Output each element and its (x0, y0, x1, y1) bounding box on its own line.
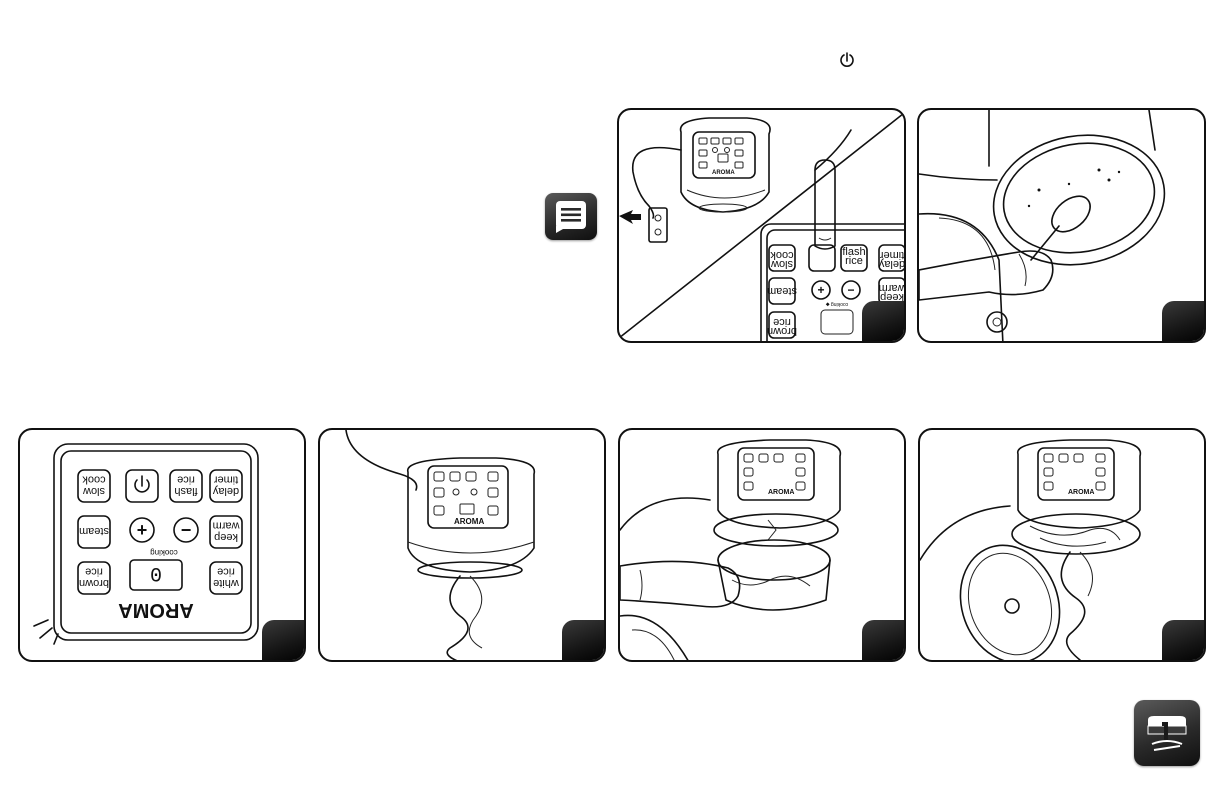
svg-text:AROMA: AROMA (768, 489, 794, 496)
panel-lid-open: AROMA (918, 428, 1206, 662)
svg-text:steam: steam (79, 525, 109, 537)
finger (815, 160, 835, 249)
btn-brown-rice[interactable]: brownrice (78, 562, 110, 594)
svg-text:rice: rice (845, 255, 863, 267)
power-icon (838, 50, 856, 70)
svg-text:keepwarm: keepwarm (213, 519, 241, 543)
svg-text:+: + (137, 520, 148, 540)
btn-slow-cook[interactable]: slowcook (78, 470, 110, 502)
svg-text:rice: rice (773, 316, 791, 328)
panel-unplug: AROMA (318, 428, 606, 662)
svg-text:AROMA: AROMA (712, 170, 735, 176)
step-badge (1162, 301, 1206, 343)
svg-text:timer: timer (879, 249, 904, 261)
power-symbol (838, 50, 856, 70)
svg-text:whiterice: whiterice (213, 565, 240, 589)
panel-control: slowcook steam brownrice flashrice delay… (18, 428, 306, 662)
arrow-icon (619, 210, 641, 224)
svg-text:brownrice: brownrice (79, 565, 109, 589)
svg-text:−: − (847, 283, 854, 297)
btn-keep-warm[interactable]: keepwarm (210, 516, 242, 548)
svg-text:warm: warm (879, 282, 906, 294)
btn-white-rice[interactable]: whiterice (210, 562, 242, 594)
btn-minus[interactable]: − (174, 518, 198, 542)
svg-text:AROMA: AROMA (454, 517, 484, 526)
btn-steam[interactable]: steam (78, 516, 110, 548)
zoom-steam-label: steam (767, 285, 797, 297)
brand-logo: AROMA (118, 599, 194, 621)
svg-text:slowcook: slowcook (82, 473, 106, 497)
panel-remove-pot: AROMA (618, 428, 906, 662)
svg-text:cook: cook (770, 249, 794, 261)
svg-text:AROMA: AROMA (1068, 489, 1094, 496)
small-cooker: AROMA (681, 118, 771, 212)
btn-delay-timer[interactable]: delaytimer (210, 470, 242, 502)
step-badge (1162, 620, 1206, 662)
svg-text:flashrice: flashrice (174, 473, 197, 497)
svg-text:−: − (181, 520, 192, 540)
svg-text:delaytimer: delaytimer (212, 473, 239, 497)
panel-plug-in: AROMA slow cook steam brown (617, 108, 906, 343)
svg-text:0: 0 (150, 561, 162, 584)
panel-serve (917, 108, 1206, 343)
step-badge (862, 620, 906, 662)
step-badge (262, 620, 306, 662)
menu-icon[interactable] (545, 193, 597, 240)
btn-flash-rice[interactable]: flashrice (170, 470, 202, 502)
wall-outlet (649, 208, 667, 242)
step-badge (562, 620, 606, 662)
cooking-indicator: cooking (150, 548, 178, 557)
btn-plus[interactable]: + (130, 518, 154, 542)
appliance-unit-icon[interactable] (1134, 700, 1200, 766)
btn-power[interactable] (126, 470, 158, 502)
svg-text:+: + (817, 283, 824, 297)
svg-text:cooking ◆: cooking ◆ (826, 301, 849, 307)
step-badge (862, 301, 906, 343)
